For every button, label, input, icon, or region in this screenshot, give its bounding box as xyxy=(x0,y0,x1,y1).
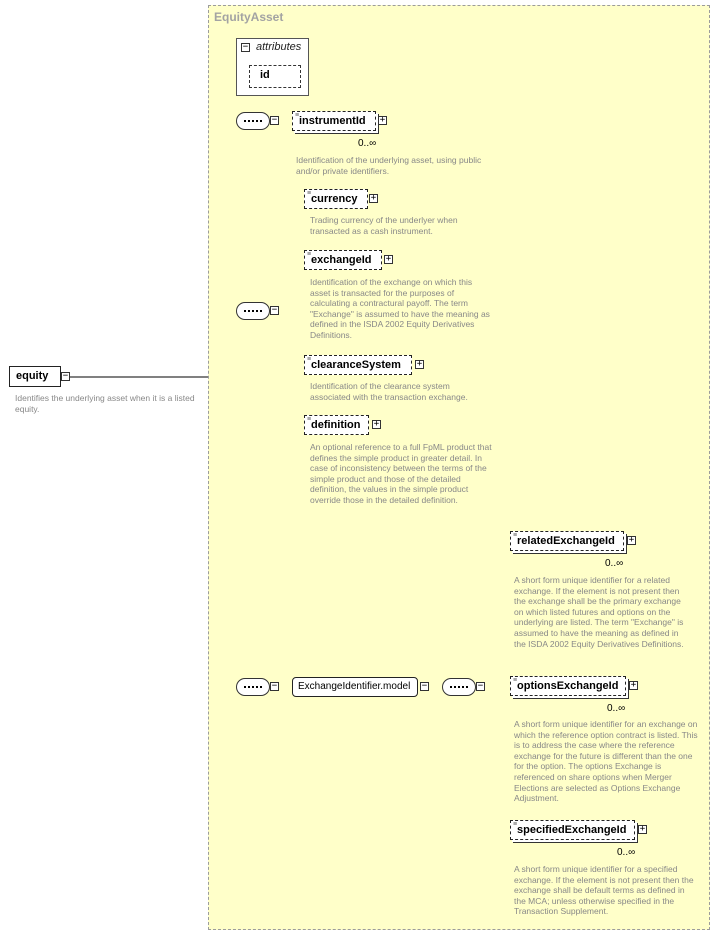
collapse-icon[interactable]: − xyxy=(61,371,70,381)
attribute-id-label: id xyxy=(260,69,270,81)
element-label: optionsExchangeId xyxy=(517,680,619,692)
group-exchange-identifier-model[interactable]: ExchangeIdentifier.model xyxy=(292,677,418,697)
cardinality: 0..∞ xyxy=(607,703,626,714)
element-description: A short form unique identifier for a rel… xyxy=(514,575,684,649)
element-clearanceSystem[interactable]: ≡ clearanceSystem xyxy=(304,355,412,375)
cardinality: 0..∞ xyxy=(358,138,377,149)
group-collapse-icon[interactable]: − xyxy=(420,681,429,691)
expand-icon[interactable]: + xyxy=(627,535,636,545)
sequence-compositor-icon xyxy=(442,678,476,696)
root-description: Identifies the underlying asset when it … xyxy=(15,393,195,414)
element-optionsExchangeId[interactable]: ≡ optionsExchangeId xyxy=(510,676,626,696)
expand-icon[interactable]: + xyxy=(384,254,393,264)
element-instrumentId[interactable]: ≡ instrumentId xyxy=(292,111,376,131)
attributes-label: attributes xyxy=(256,41,302,53)
equity-asset-container xyxy=(208,5,710,930)
element-description: An optional reference to a full FpML pro… xyxy=(310,442,492,505)
sequence-collapse-icon[interactable]: − xyxy=(270,115,279,125)
element-label: clearanceSystem xyxy=(311,359,401,371)
element-label: exchangeId xyxy=(311,254,372,266)
element-label: instrumentId xyxy=(299,115,366,127)
element-currency[interactable]: ≡ currency xyxy=(304,189,368,209)
element-description: Identification of the underlying asset, … xyxy=(296,155,482,176)
attribute-id[interactable] xyxy=(249,65,301,88)
expand-icon[interactable]: + xyxy=(629,680,638,690)
expand-icon[interactable]: + xyxy=(415,359,424,369)
element-description: Identification of the clearance system a… xyxy=(310,381,468,402)
element-description: A short form unique identifier for a spe… xyxy=(514,864,694,917)
element-description: Trading currency of the underlyer when t… xyxy=(310,215,458,236)
sequence-compositor-icon xyxy=(236,302,270,320)
element-definition[interactable]: ≡ definition xyxy=(304,415,369,435)
expand-icon[interactable]: + xyxy=(369,193,378,203)
root-element-equity[interactable]: equity xyxy=(9,366,61,387)
element-label: definition xyxy=(311,419,361,431)
expand-icon[interactable]: + xyxy=(638,824,647,834)
element-label: currency xyxy=(311,193,358,205)
sequence-compositor-icon xyxy=(236,678,270,696)
element-relatedExchangeId[interactable]: ≡ relatedExchangeId xyxy=(510,531,624,551)
container-title: EquityAsset xyxy=(214,10,284,24)
sequence-collapse-icon[interactable]: − xyxy=(270,681,279,691)
expand-icon[interactable]: + xyxy=(378,115,387,125)
sequence-collapse-icon[interactable]: − xyxy=(270,305,279,315)
group-label: ExchangeIdentifier.model xyxy=(298,681,411,692)
element-label: relatedExchangeId xyxy=(517,535,615,547)
element-specifiedExchangeId[interactable]: ≡ specifiedExchangeId xyxy=(510,820,635,840)
root-element-label: equity xyxy=(16,370,49,382)
element-description: Identification of the exchange on which … xyxy=(310,277,490,340)
element-description: A short form unique identifier for an ex… xyxy=(514,719,698,804)
cardinality: 0..∞ xyxy=(605,558,624,569)
sequence-collapse-icon[interactable]: − xyxy=(476,681,485,691)
element-exchangeId[interactable]: ≡ exchangeId xyxy=(304,250,382,270)
attributes-collapse-icon[interactable]: − xyxy=(241,42,250,52)
element-label: specifiedExchangeId xyxy=(517,824,627,836)
expand-icon[interactable]: + xyxy=(372,419,381,429)
cardinality: 0..∞ xyxy=(617,847,636,858)
sequence-compositor-icon xyxy=(236,112,270,130)
